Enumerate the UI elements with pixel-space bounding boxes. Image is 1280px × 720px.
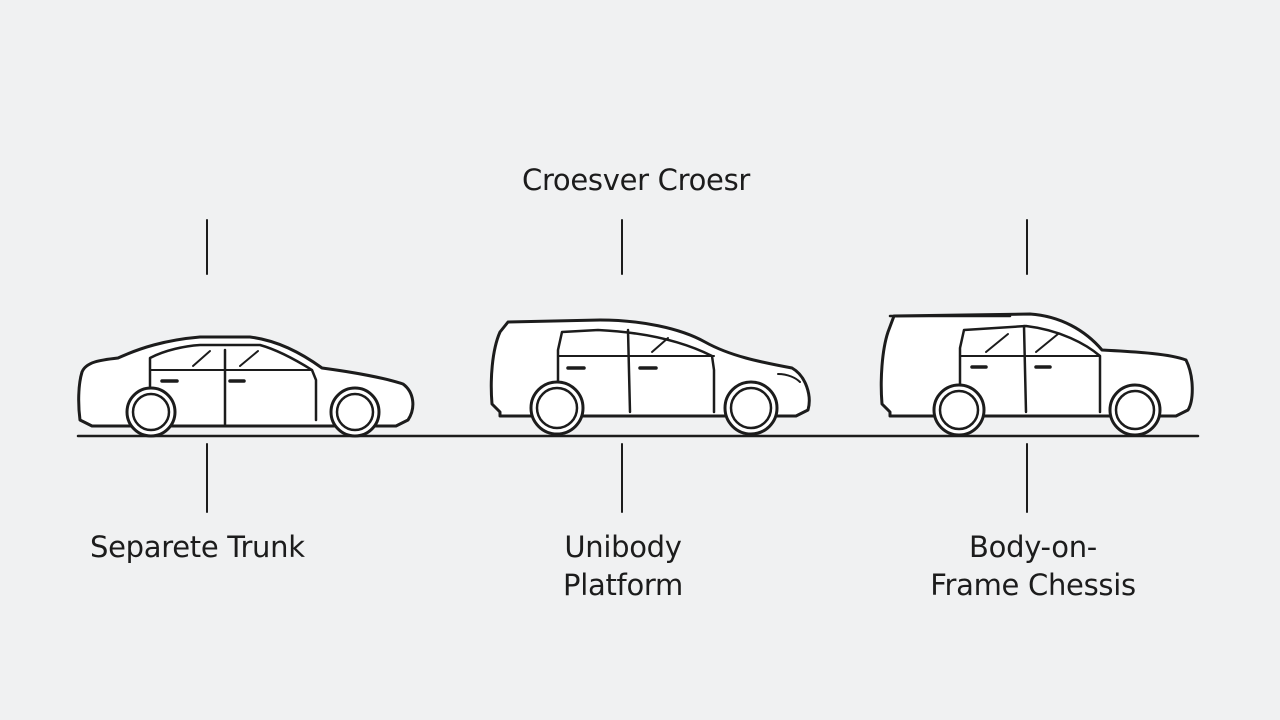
suv-car-icon [879, 312, 1194, 437]
suv-caption-line-2: Frame Chessis [930, 568, 1136, 602]
suv-caption: Body-on- Frame Chessis [928, 528, 1138, 604]
crossover-car-icon [489, 318, 811, 436]
crossover-caption: Unibody Platform [560, 528, 686, 604]
top-category-label: Croesver Croesr [522, 163, 751, 197]
suv-caption-line-1: Body-on- [969, 530, 1097, 564]
sedan-caption: Separete Trunk [90, 528, 305, 566]
sedan-caption-line-1: Separete Trunk [90, 530, 305, 564]
sedan-car-icon [77, 335, 415, 438]
crossover-caption-line-1: Unibody [564, 530, 682, 564]
crossover-caption-line-2: Platform [563, 568, 683, 602]
